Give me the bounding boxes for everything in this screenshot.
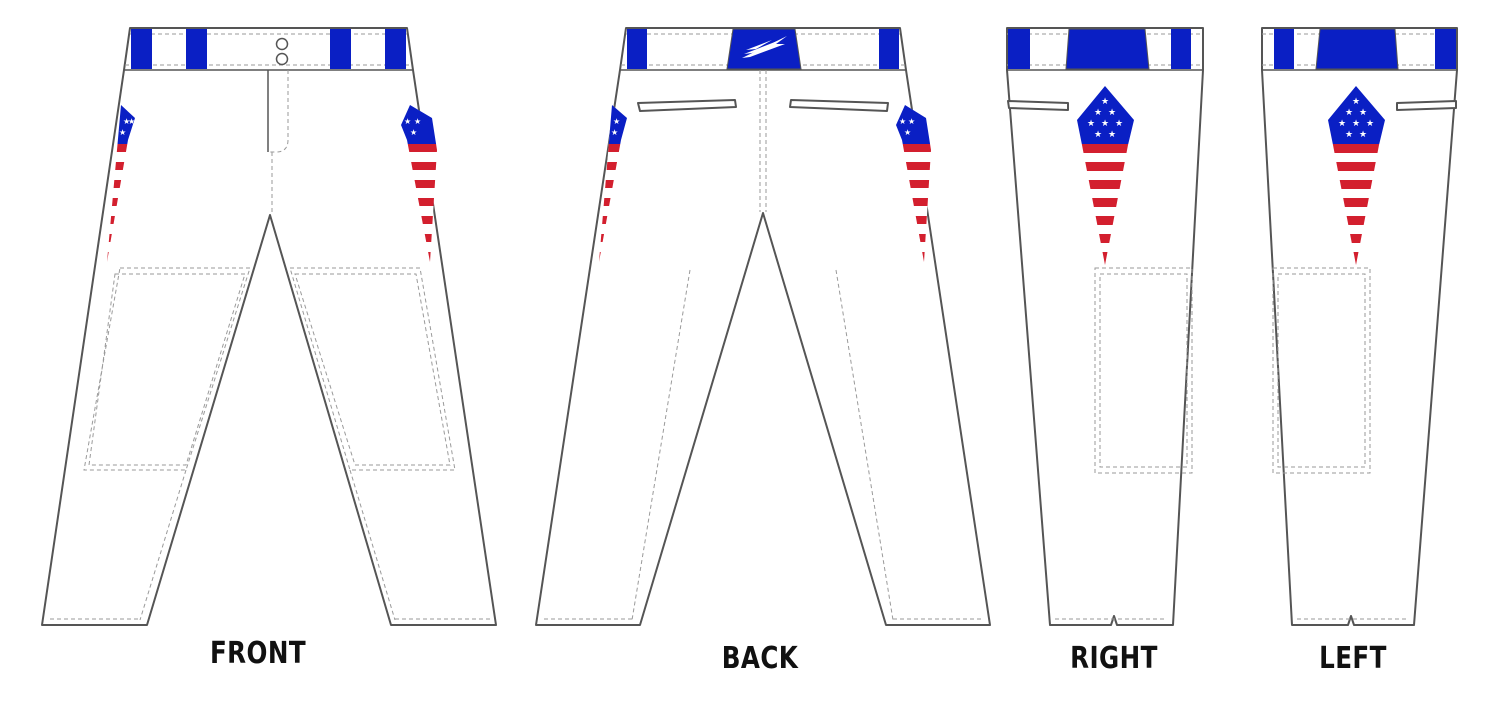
- side-pocket: [1396, 100, 1457, 111]
- right-pants-outline: [1006, 27, 1204, 626]
- side-waist-panel: [1008, 29, 1030, 69]
- svg-text:★: ★: [1352, 119, 1360, 129]
- svg-text:★: ★: [1087, 119, 1095, 129]
- svg-text:★: ★: [1366, 119, 1374, 129]
- svg-text:★: ★: [1094, 108, 1102, 118]
- svg-text:★: ★: [1101, 97, 1109, 107]
- svg-text:★: ★: [404, 117, 411, 126]
- svg-text:★: ★: [1345, 130, 1353, 140]
- front-waist-panel: [330, 29, 351, 69]
- right-view-label: RIGHT: [1070, 641, 1158, 676]
- front-waist-panel: [131, 29, 152, 69]
- svg-text:★: ★: [1101, 119, 1109, 129]
- side-logo-panel: [1065, 28, 1150, 70]
- back-waist-panel: [627, 29, 647, 69]
- back-view-label: BACK: [721, 641, 799, 676]
- star-icon: ★ ★★ ★★★ ★★: [1338, 97, 1374, 140]
- side-pocket: [1007, 100, 1069, 111]
- left-side-view: ★ ★★ ★★★ ★★: [1261, 27, 1458, 626]
- svg-text:★: ★: [1108, 130, 1116, 140]
- svg-text:★: ★: [1338, 119, 1346, 129]
- svg-text:★: ★: [414, 117, 421, 126]
- svg-text:★: ★: [1108, 108, 1116, 118]
- star-icon: ★ ★★ ★★★ ★★: [1087, 97, 1123, 140]
- back-pants-outline: [535, 27, 991, 626]
- svg-text:★: ★: [128, 117, 135, 126]
- svg-text:★: ★: [613, 117, 620, 126]
- svg-text:★: ★: [1345, 108, 1353, 118]
- waist-button-icon: [275, 37, 289, 51]
- svg-text:★: ★: [1094, 130, 1102, 140]
- svg-text:★: ★: [611, 128, 618, 137]
- svg-text:★: ★: [904, 128, 911, 137]
- svg-text:★: ★: [1359, 108, 1367, 118]
- svg-text:★: ★: [908, 117, 915, 126]
- svg-text:★: ★: [410, 128, 417, 137]
- svg-text:★: ★: [1359, 130, 1367, 140]
- front-waist-panel: [186, 29, 207, 69]
- front-pants-outline: [41, 27, 497, 626]
- svg-text:★: ★: [1115, 119, 1123, 129]
- side-waist-panel: [1274, 29, 1294, 69]
- triple-arrow-logo-icon: [742, 36, 787, 58]
- side-waist-panel: [1435, 29, 1456, 69]
- front-waist-panel: [385, 29, 406, 69]
- front-view-label: FRONT: [209, 636, 307, 671]
- front-view: ★ ★ ★ ★ ★ ★: [41, 27, 497, 626]
- left-pants-outline: [1261, 27, 1458, 626]
- left-view-label: LEFT: [1319, 641, 1387, 676]
- right-side-view: ★ ★★ ★★★ ★★: [1006, 27, 1204, 626]
- svg-text:★: ★: [119, 128, 126, 137]
- svg-text:★: ★: [899, 117, 906, 126]
- back-view: ★ ★ ★ ★ ★: [535, 27, 991, 626]
- svg-text:★: ★: [123, 117, 130, 126]
- back-pocket-right: [789, 99, 889, 112]
- back-waist-panel: [879, 29, 899, 69]
- svg-text:★: ★: [1352, 97, 1360, 107]
- side-logo-panel: [1315, 28, 1399, 70]
- waist-button-icon: [275, 52, 289, 66]
- back-pocket-left: [637, 99, 737, 112]
- side-waist-panel: [1171, 29, 1191, 69]
